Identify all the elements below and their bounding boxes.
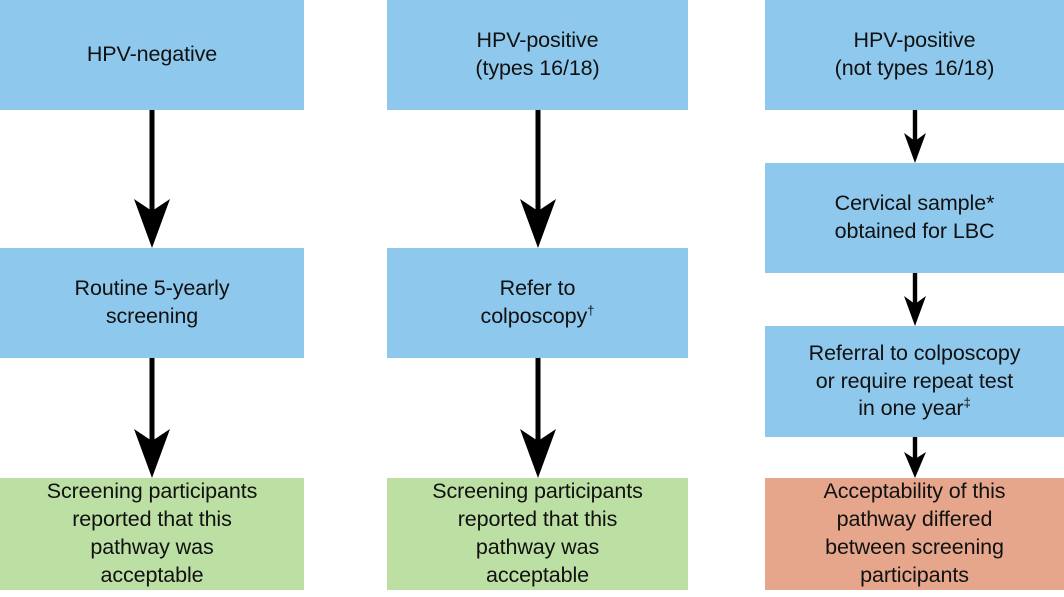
node-routine-5-yearly-screening: Routine 5-yearly screening [0, 248, 304, 358]
connector-arrow-hpv-negative-to-routine [130, 110, 174, 248]
footnote-marker-double-dagger: ‡ [963, 395, 971, 411]
pathway-column-hpv-positive-not-16-18: HPV-positive (not types 16/18) Cervical … [765, 0, 1064, 597]
node-text-line: Cervical sample* [834, 191, 995, 216]
node-text-line: HPV-positive [853, 28, 976, 53]
connector-arrow-hpv-positive-to-refer [516, 110, 560, 248]
node-text-line: HPV-positive [476, 28, 599, 53]
connector-arrow-routine-to-outcome [130, 358, 174, 478]
node-text-line: (types 16/18) [475, 56, 600, 80]
node-text-line: pathway was [90, 535, 214, 559]
node-text-line: obtained for LBC [834, 219, 995, 243]
node-text-line: acceptable [486, 562, 589, 587]
node-outcome-differed-right: Acceptability of this pathway differed b… [765, 478, 1064, 590]
node-text-line: reported that this [72, 507, 232, 532]
node-text-line: (not types 16/18) [834, 56, 995, 80]
node-text-line: between screening [825, 535, 1004, 559]
node-outcome-acceptable-left: Screening participants reported that thi… [0, 478, 304, 590]
node-referral-or-repeat-test: Referral to colposcopy or require repeat… [765, 326, 1064, 437]
pathway-column-hpv-positive-16-18: HPV-positive (types 16/18) Refer to colp… [387, 0, 688, 597]
node-text-line-with-footnote: colposcopy† [393, 303, 682, 331]
node-text-line: Screening participants [432, 479, 643, 504]
node-refer-to-colposcopy: Refer to colposcopy† [387, 248, 688, 358]
pathway-column-hpv-negative: HPV-negative Routine 5-yearly screening [0, 0, 304, 597]
node-text-line: participants [860, 562, 969, 587]
node-text-line: pathway was [475, 535, 600, 559]
node-hpv-positive-not-types-16-18: HPV-positive (not types 16/18) [765, 0, 1064, 110]
node-text-line: HPV-negative [86, 42, 218, 67]
node-text-line: Refer to [499, 276, 576, 301]
connector-arrow-refer-to-outcome [516, 358, 560, 478]
node-text-line: in one year [858, 396, 964, 421]
node-text-line: Screening participants [46, 479, 258, 504]
node-hpv-positive-types-16-18: HPV-positive (types 16/18) [387, 0, 688, 110]
node-text-line: Referral to colposcopy [808, 340, 1021, 365]
node-hpv-negative: HPV-negative [0, 0, 304, 110]
node-text-line-with-footnote: in one year‡ [771, 395, 1058, 423]
node-text-line: or require repeat test [815, 368, 1014, 393]
node-text-line: Acceptability of this [823, 479, 1006, 504]
node-text-line: colposcopy [480, 304, 588, 328]
node-outcome-acceptable-mid: Screening participants reported that thi… [387, 478, 688, 590]
node-text-line: pathway differed [836, 507, 993, 532]
footnote-marker-dagger: † [587, 302, 595, 318]
connector-arrow-hpv-positive-to-cervical-sample [900, 110, 930, 163]
node-cervical-sample-for-lbc: Cervical sample* obtained for LBC [765, 163, 1064, 273]
node-text-line: Routine 5-yearly [74, 276, 230, 301]
connector-arrow-cervical-sample-to-referral [900, 273, 930, 326]
node-text-line: screening [105, 304, 199, 328]
connector-arrow-referral-to-outcome [900, 437, 930, 478]
node-text-line: reported that this [457, 507, 618, 532]
node-text-line: acceptable [100, 562, 204, 587]
